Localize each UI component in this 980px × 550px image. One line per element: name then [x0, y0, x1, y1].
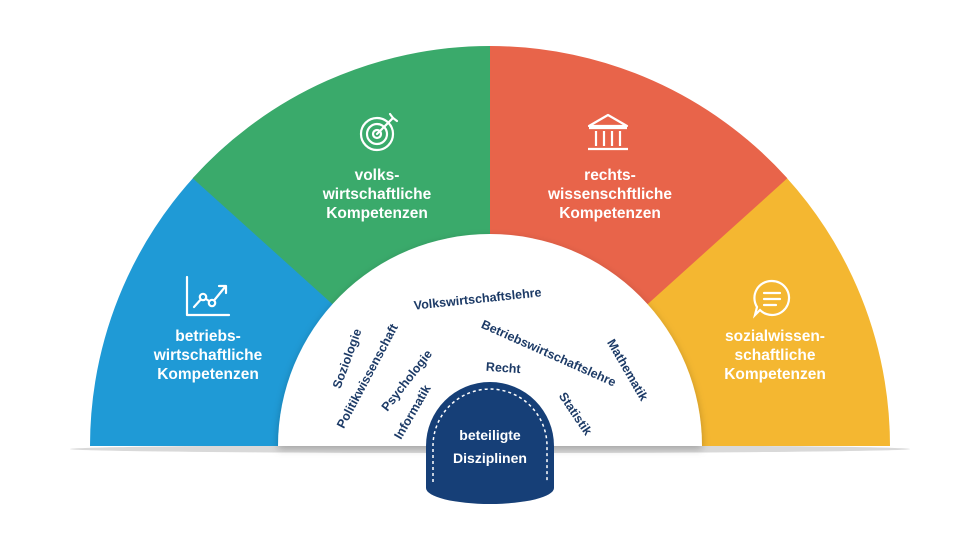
- center-node: beteiligte Disziplinen: [426, 382, 554, 504]
- courthouse-icon: [587, 113, 629, 151]
- segment-title-sozialwissenschaftlich: sozialwissen- schaftliche Kompetenzen: [724, 328, 826, 383]
- segment-title-line: wirtschaftliche: [153, 347, 263, 364]
- segment-title-line: sozialwissen-: [725, 328, 825, 345]
- segment-title-line: Kompetenzen: [724, 366, 826, 383]
- segment-title-line: betriebs-: [175, 328, 240, 345]
- center-disc: [426, 382, 554, 504]
- line-chart-icon: [185, 275, 231, 317]
- segment-title-line: wissenschftliche: [547, 186, 672, 203]
- segment-title-line: schaftliche: [735, 347, 816, 364]
- center-label-line: Disziplinen: [453, 450, 527, 466]
- speech-bubble-icon: [752, 279, 791, 319]
- segment-title-line: Kompetenzen: [326, 205, 428, 222]
- segment-title-line: Kompetenzen: [559, 205, 661, 222]
- segment-title-line: wirtschaftliche: [322, 186, 432, 203]
- segment-title-volkswirtschaftlich: volks- wirtschaftliche Kompetenzen: [322, 167, 432, 222]
- competence-segments: [90, 45, 890, 446]
- segment-title-line: volks-: [355, 167, 400, 184]
- center-label-line: beteiligte: [459, 427, 521, 443]
- segment-title-betriebswirtschaftlich: betriebs- wirtschaftliche Kompetenzen: [153, 328, 263, 383]
- discipline-label-recht: Recht: [485, 360, 521, 376]
- segment-title-line: Kompetenzen: [157, 366, 259, 383]
- center-dashed-ring: [432, 388, 548, 482]
- segment-title-rechtswissenschaftlich: rechts- wissenschftliche Kompetenzen: [547, 167, 672, 222]
- target-icon: [359, 112, 399, 152]
- segment-title-line: rechts-: [584, 167, 636, 184]
- disciplines-area: [278, 234, 702, 446]
- segment-rechtswissenschaftlich: [490, 45, 788, 306]
